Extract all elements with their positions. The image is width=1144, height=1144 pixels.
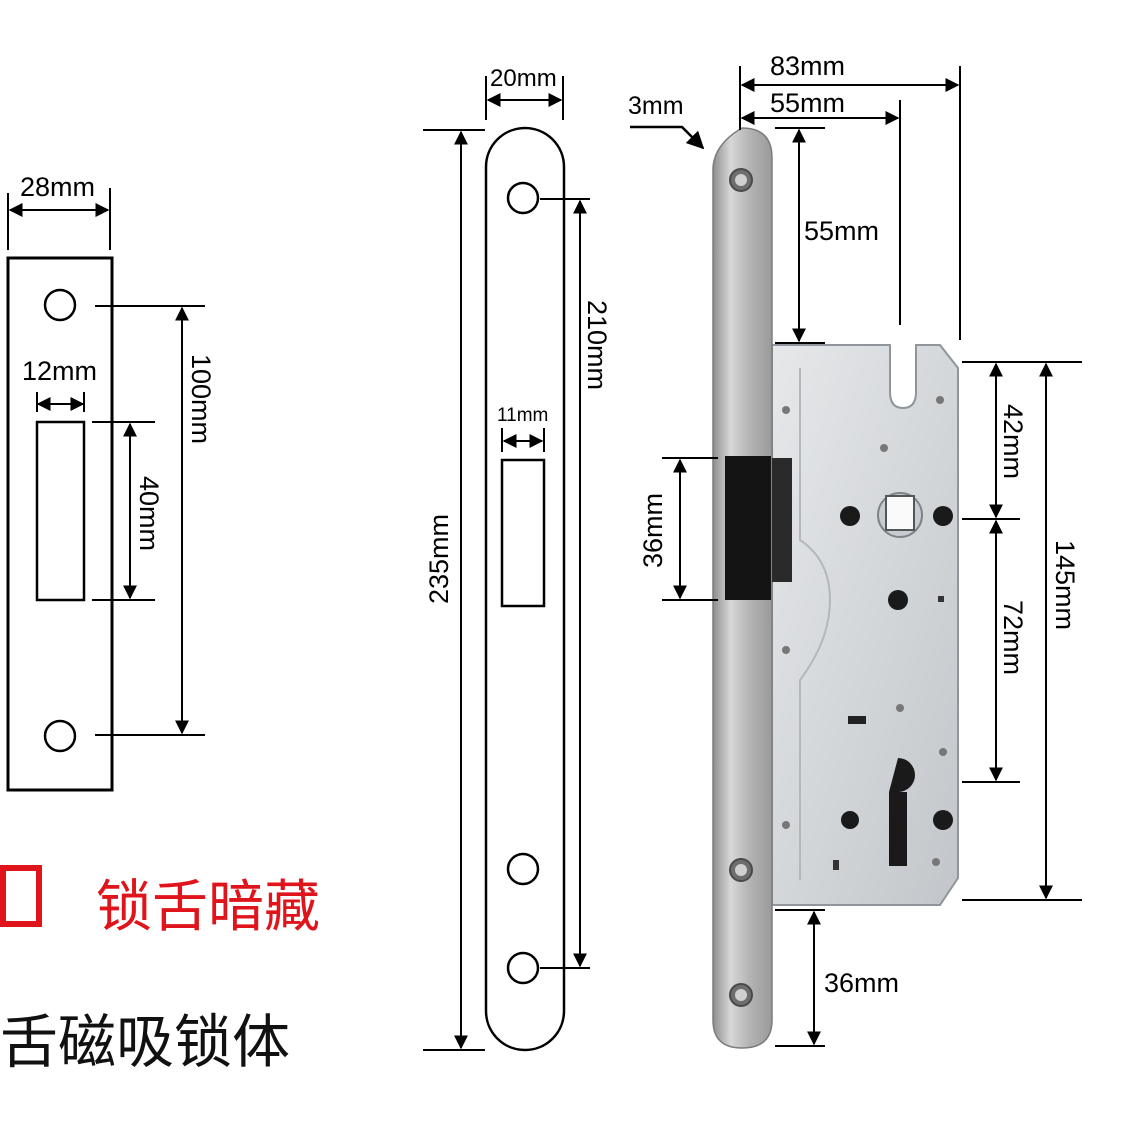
faceplate-thickness-label: 3mm xyxy=(628,92,684,120)
middle-slot-width-label: 11mm xyxy=(497,405,548,426)
left-hole-spacing-label: 100mm xyxy=(186,354,216,444)
left-strike-plate: 28mm 12mm 40mm 100mm xyxy=(6,172,216,792)
middle-hole-spacing-label: 210mm xyxy=(582,300,612,390)
cylinder-hole xyxy=(889,758,915,866)
hidden-latch-caption: 锁舌暗藏 xyxy=(96,875,320,940)
left-plate-width-label: 28mm xyxy=(20,172,95,202)
latch-bolt xyxy=(725,456,771,600)
middle-total-height-label: 235mm xyxy=(424,514,454,604)
left-plate-bottom-hole xyxy=(43,719,77,753)
spindle-square xyxy=(885,495,915,531)
middle-plate-bottom-hole xyxy=(506,951,540,985)
lock-body: 3mm 83mm 55mm 55mm 36mm 42mm 72mm 145mm xyxy=(628,51,1082,1049)
latch-height-label: 36mm xyxy=(638,493,668,568)
left-plate-slot xyxy=(35,420,86,602)
magnetic-lock-caption: 舌磁吸锁体 xyxy=(0,1008,291,1076)
left-slot-height-label: 40mm xyxy=(134,476,164,551)
left-slot-width-label: 12mm xyxy=(22,356,97,386)
case-height-label: 145mm xyxy=(1050,540,1080,630)
bottom-offset-label: 36mm xyxy=(824,968,899,998)
red-square-mark xyxy=(0,859,48,933)
backset-label: 55mm xyxy=(770,88,845,118)
middle-faceplate: 20mm 11mm 235mm 210mm xyxy=(423,65,612,1052)
middle-plate-slot xyxy=(500,458,546,608)
top-offset-label: 55mm xyxy=(804,216,879,246)
left-plate-top-hole xyxy=(43,288,77,322)
middle-plate-lower-hole xyxy=(506,852,540,886)
lower-spacing-label: 72mm xyxy=(998,600,1028,675)
upper-spacing-label: 42mm xyxy=(998,404,1028,479)
middle-plate-width-label: 20mm xyxy=(490,65,557,92)
total-depth-label: 83mm xyxy=(770,51,845,81)
case-emboss-curve xyxy=(799,368,832,880)
middle-plate-top-hole xyxy=(506,181,540,215)
